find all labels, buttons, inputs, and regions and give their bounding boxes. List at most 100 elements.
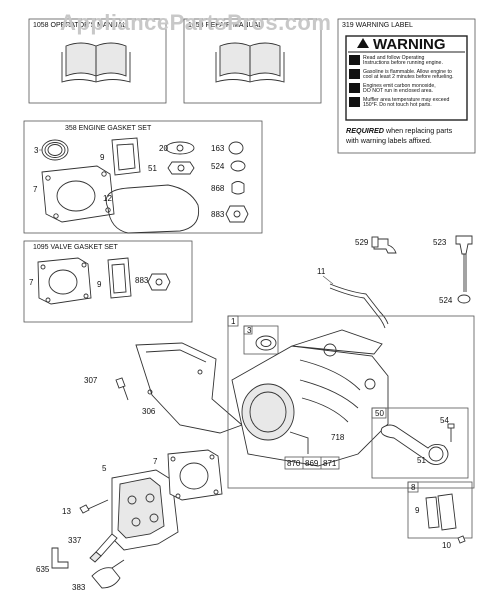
warning-label-header: 319 WARNING LABEL [342, 22, 413, 29]
breather-tube [91, 559, 125, 589]
part-number: 13 [62, 507, 71, 516]
part-number: 9 [415, 506, 420, 515]
exhaust-gasket [228, 141, 244, 155]
engine-gasket-set-box: 358 ENGINE GASKET SET 3 7 9 12 [23, 120, 263, 234]
heat-shield [135, 342, 243, 434]
warning-line: DO NOT run in enclosed area. [363, 88, 433, 94]
warning-line: Read and follow Operating [363, 55, 425, 61]
valve-cover [437, 493, 457, 531]
breather-gasket [225, 205, 249, 223]
part-number: 51 [148, 164, 157, 173]
fumes-icon [349, 83, 360, 93]
oil-fill-tube [329, 283, 389, 329]
warning-line: cool at least 2 minutes before refueling… [363, 74, 454, 80]
warning-label-box: 319 WARNING LABEL WARNING Read and follo… [337, 18, 476, 154]
oil-seal [255, 335, 277, 351]
part-number: 8 [411, 483, 416, 492]
required-note: REQUIRED when replacing parts [346, 126, 453, 135]
flame-icon [349, 69, 360, 79]
cylinder-head-gasket [41, 165, 115, 223]
part-number: 871 [323, 459, 337, 468]
seal [230, 160, 246, 172]
part-number: 9 [97, 280, 102, 289]
cylinder-head-gasket [167, 449, 223, 501]
operators-manual-header: 1058 OPERATOR'S MANUAL [33, 22, 126, 29]
crankcase-gasket [105, 184, 200, 234]
part-number: 50 [375, 409, 384, 418]
warning-line: Instructions before running engine. [363, 60, 443, 66]
connecting-rod [380, 424, 449, 465]
warning-card [345, 35, 468, 121]
warning-title: WARNING [373, 36, 446, 53]
warning-line: Muffler area temperature may exceed [363, 97, 450, 103]
part-number: 5 [102, 464, 107, 473]
part-number: 307 [84, 376, 98, 385]
part-number: 11 [317, 267, 326, 276]
oil-seal [41, 139, 69, 161]
short-block-box: 1 3 718 870 869 871 [227, 315, 475, 489]
valve-gasket-set-header: 1095 VALVE GASKET SET [33, 244, 119, 251]
breather-seal [231, 181, 245, 195]
carburetor-gasket [167, 161, 195, 175]
part-number: 524 [211, 162, 225, 171]
rod-bolt [447, 423, 455, 442]
elbow-fitting [51, 547, 69, 569]
dipstick [455, 235, 473, 292]
part-number: 635 [36, 565, 50, 574]
part-number: 523 [433, 238, 447, 247]
part-number: 7 [33, 185, 38, 194]
engine-block [231, 329, 389, 467]
warning-line: Gasoline is flammable. Allow engine to [363, 69, 452, 75]
part-number: 306 [142, 407, 156, 416]
part-number: 51 [417, 456, 426, 465]
book-icon [61, 42, 131, 83]
fill-elbow [371, 236, 397, 254]
dipstick-seal [457, 294, 471, 304]
book-icon [215, 42, 285, 83]
hot-surface-icon [349, 97, 360, 107]
part-number: 883 [135, 276, 149, 285]
cylinder-head [111, 469, 179, 551]
part-number: 7 [29, 278, 34, 287]
valve-gasket-set-box: 1095 VALVE GASKET SET 7 9 883 [23, 240, 193, 323]
warning-line: 150°F. Do not touch hot parts. [363, 102, 432, 108]
part-number: 3 [34, 146, 39, 155]
part-number: 870 [287, 459, 301, 468]
valve-cover-screw [457, 535, 466, 544]
head-bolt [79, 499, 109, 514]
valve-cover-gasket [425, 496, 440, 529]
spark-plug [89, 533, 118, 563]
warning-line: Engines emit carbon monoxide, [363, 83, 436, 89]
repair-manual-header: 1058 REPAIR MANUAL [188, 22, 262, 29]
part-number: 883 [211, 210, 225, 219]
engine-gasket-set-header: 358 ENGINE GASKET SET [65, 125, 152, 132]
repair-manual-box: 1058 REPAIR MANUAL [183, 18, 322, 104]
part-number: 7 [153, 457, 158, 466]
operators-manual-box: 1058 OPERATOR'S MANUAL [28, 18, 167, 104]
part-number: 529 [355, 238, 369, 247]
part-number: 869 [305, 459, 319, 468]
valve-cover-gasket [107, 257, 132, 299]
shield-screw [115, 377, 129, 401]
valve-cover-gasket [111, 137, 141, 176]
intake-gasket [165, 141, 195, 155]
part-number: 1 [231, 317, 236, 326]
connecting-rod-box: 50 54 51 [371, 407, 469, 479]
manual-icon [349, 55, 360, 65]
breather-gasket [147, 273, 171, 291]
watermark: AppliancePartsPros.com [60, 10, 331, 35]
part-number: 718 [331, 433, 345, 442]
part-number: 383 [72, 583, 86, 592]
cylinder-head-gasket [37, 257, 92, 305]
part-number: 524 [439, 296, 453, 305]
part-number: 20 [159, 144, 168, 153]
part-number: 9 [100, 153, 105, 162]
part-number: 163 [211, 144, 225, 153]
warning-triangle-icon [357, 38, 369, 48]
part-number: 3 [247, 326, 252, 335]
part-number: 337 [68, 536, 82, 545]
valve-cover-kit-box: 8 9 [407, 481, 473, 539]
part-number: 54 [440, 416, 449, 425]
part-number: 868 [211, 184, 225, 193]
